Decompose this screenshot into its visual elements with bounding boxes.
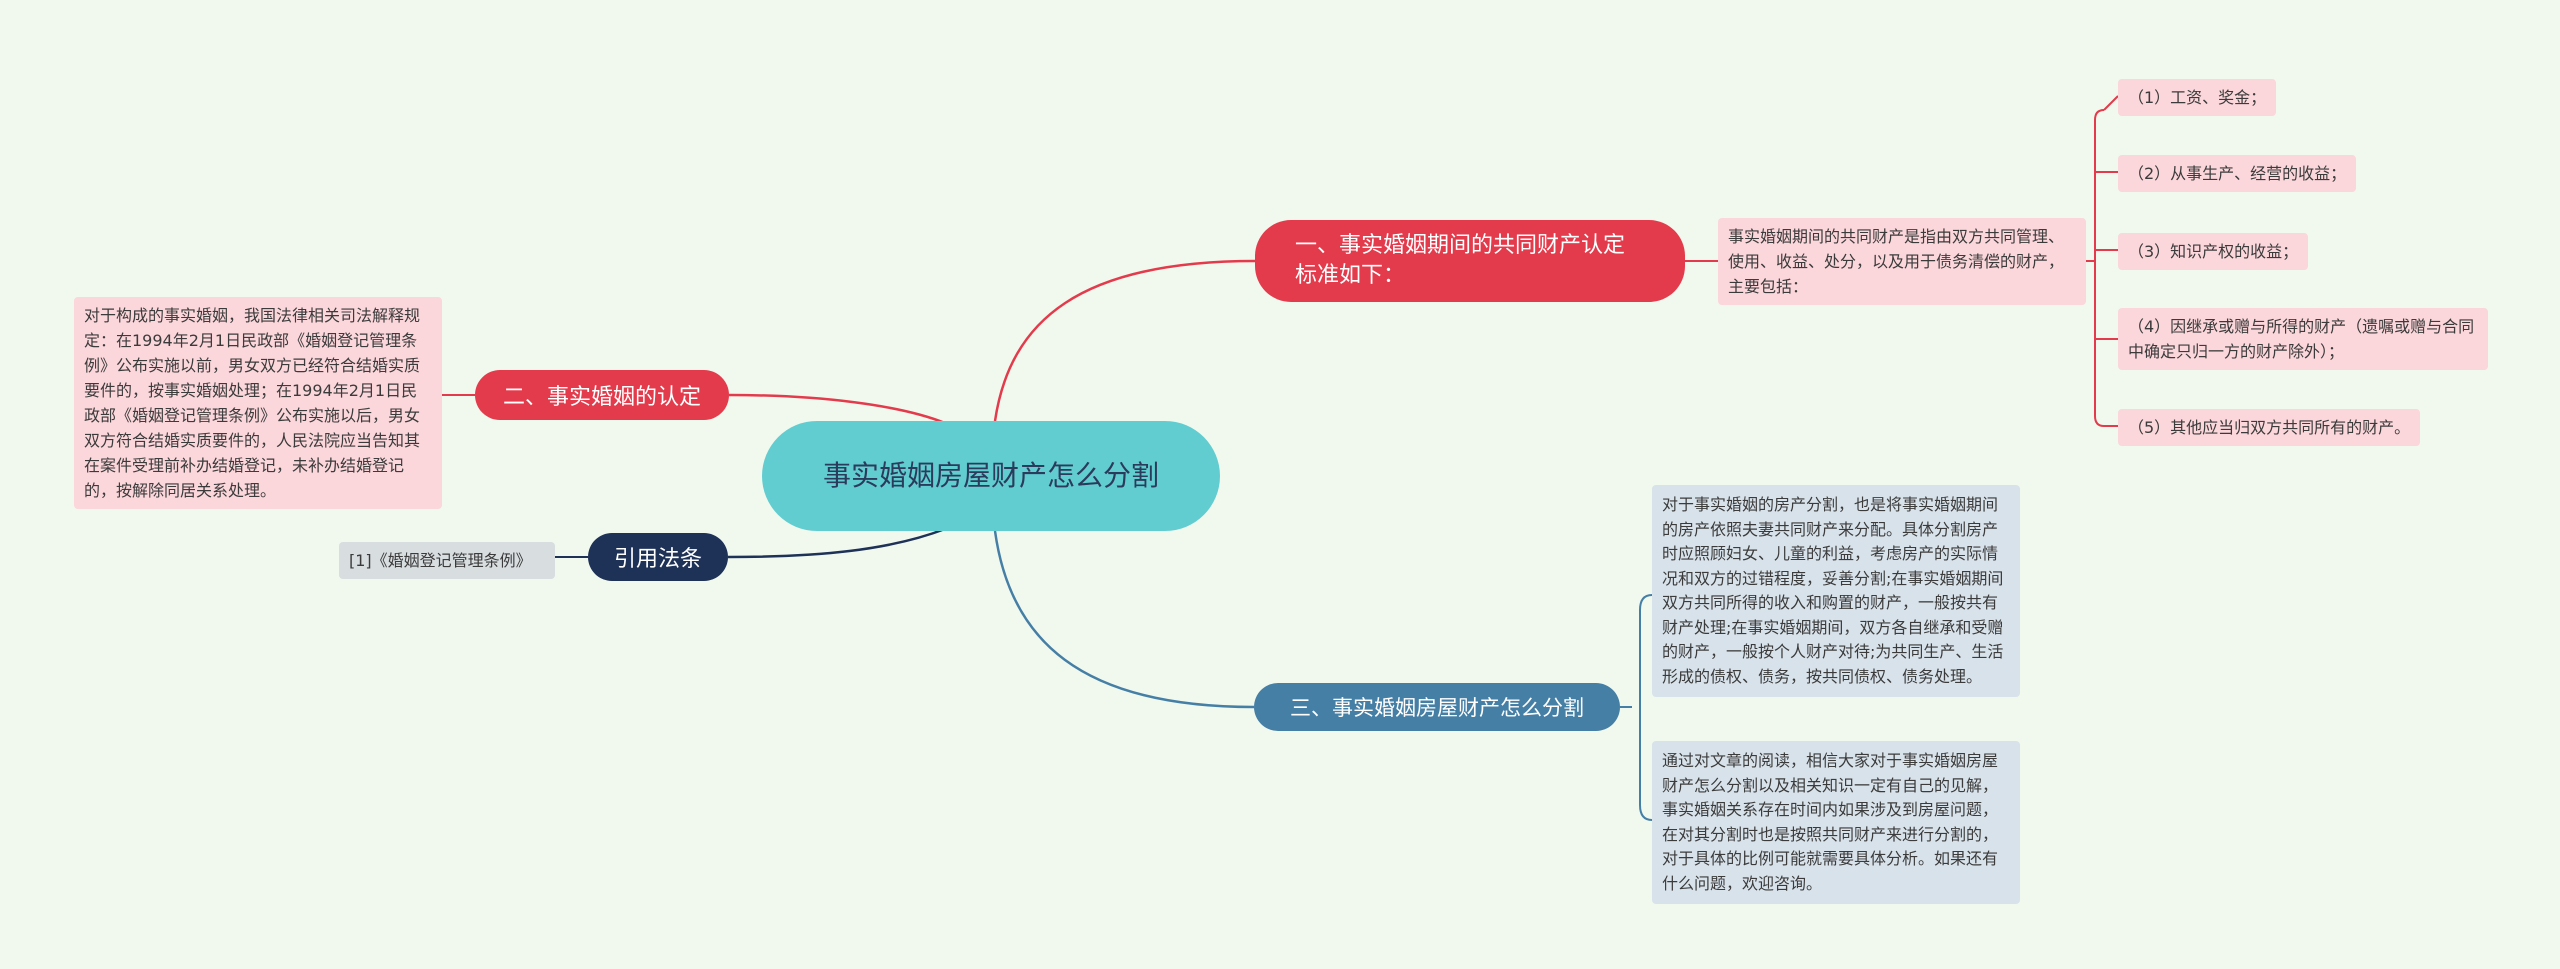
link-desc-items: [2086, 109, 2105, 427]
division-paragraph-2[interactable]: 通过对文章的阅读，相信大家对于事实婚姻房屋财产怎么分割以及相关知识一定有自己的见…: [1652, 741, 2020, 904]
link-root-law: [727, 527, 946, 559]
root-title: 事实婚姻房屋财产怎么分割: [822, 459, 1159, 492]
paragraph-text: 通过对文章的阅读，相信大家对于事实婚姻房屋财产怎么分割以及相关知识一定有自己的见…: [1662, 751, 1999, 893]
division-paragraph-1[interactable]: 对于事实婚姻的房产分割，也是将事实婚姻期间的房产依照夫妻共同财产来分配。具体分割…: [1652, 485, 2020, 697]
item-text: （4）因继承或赠与所得的财产（遗嘱或赠与合同中确定只归一方的财产除外）；: [2128, 317, 2475, 361]
property-item-5[interactable]: （5）其他应当归双方共同所有的财产。: [2118, 409, 2421, 446]
property-item-2[interactable]: （2）从事生产、经营的收益；: [2118, 155, 2357, 192]
branch-label: 二、事实婚姻的认定: [502, 385, 701, 410]
root-node[interactable]: 事实婚姻房屋财产怎么分割: [762, 421, 1220, 531]
recognition-description[interactable]: 对于构成的事实婚姻，我国法律相关司法解释规定：在1994年2月1日民政部《婚姻登…: [74, 297, 442, 509]
property-item-3[interactable]: （3）知识产权的收益；: [2118, 233, 2309, 270]
branch-label: 三、事实婚姻房屋财产怎么分割: [1290, 696, 1584, 720]
item-text: （5）其他应当归双方共同所有的财产。: [2128, 418, 2411, 437]
item-text: （1）工资、奖金；: [2128, 88, 2267, 107]
item-text: [1]《婚姻登记管理条例》: [349, 551, 532, 570]
item-text: （2）从事生产、经营的收益；: [2128, 164, 2347, 183]
branch-label: 一、事实婚姻期间的共同财产认定标准如下：: [1295, 233, 1626, 288]
branch-label: 引用法条: [613, 547, 702, 572]
paragraph-text: 对于事实婚姻的房产分割，也是将事实婚姻期间的房产依照夫妻共同财产来分配。具体分割…: [1662, 495, 2004, 686]
property-item-1[interactable]: （1）工资、奖金；: [2118, 79, 2277, 116]
link-root-branch3: [993, 530, 1255, 709]
link-root-branch2: [728, 393, 946, 425]
cited-law-item[interactable]: [1]《婚姻登记管理条例》: [339, 542, 555, 579]
common-property-description[interactable]: 事实婚姻期间的共同财产是指由双方共同管理、使用、收益、处分，以及用于债务清偿的财…: [1718, 218, 2086, 305]
branch-property-division[interactable]: 三、事实婚姻房屋财产怎么分割: [1254, 683, 1620, 731]
branch-de-facto-marriage-recognition[interactable]: 二、事实婚姻的认定: [475, 370, 729, 420]
property-item-4[interactable]: （4）因继承或赠与所得的财产（遗嘱或赠与合同中确定只归一方的财产除外）；: [2118, 308, 2488, 370]
link-branch3-paragraphs: [1620, 594, 1653, 821]
link-root-branch1: [993, 259, 1256, 422]
description-text: 对于构成的事实婚姻，我国法律相关司法解释规定：在1994年2月1日民政部《婚姻登…: [84, 306, 421, 500]
description-text: 事实婚姻期间的共同财产是指由双方共同管理、使用、收益、处分，以及用于债务清偿的财…: [1728, 227, 2065, 296]
branch-cited-law[interactable]: 引用法条: [588, 533, 728, 581]
branch-common-property-criteria[interactable]: 一、事实婚姻期间的共同财产认定标准如下：: [1255, 220, 1685, 302]
item-text: （3）知识产权的收益；: [2128, 242, 2299, 261]
